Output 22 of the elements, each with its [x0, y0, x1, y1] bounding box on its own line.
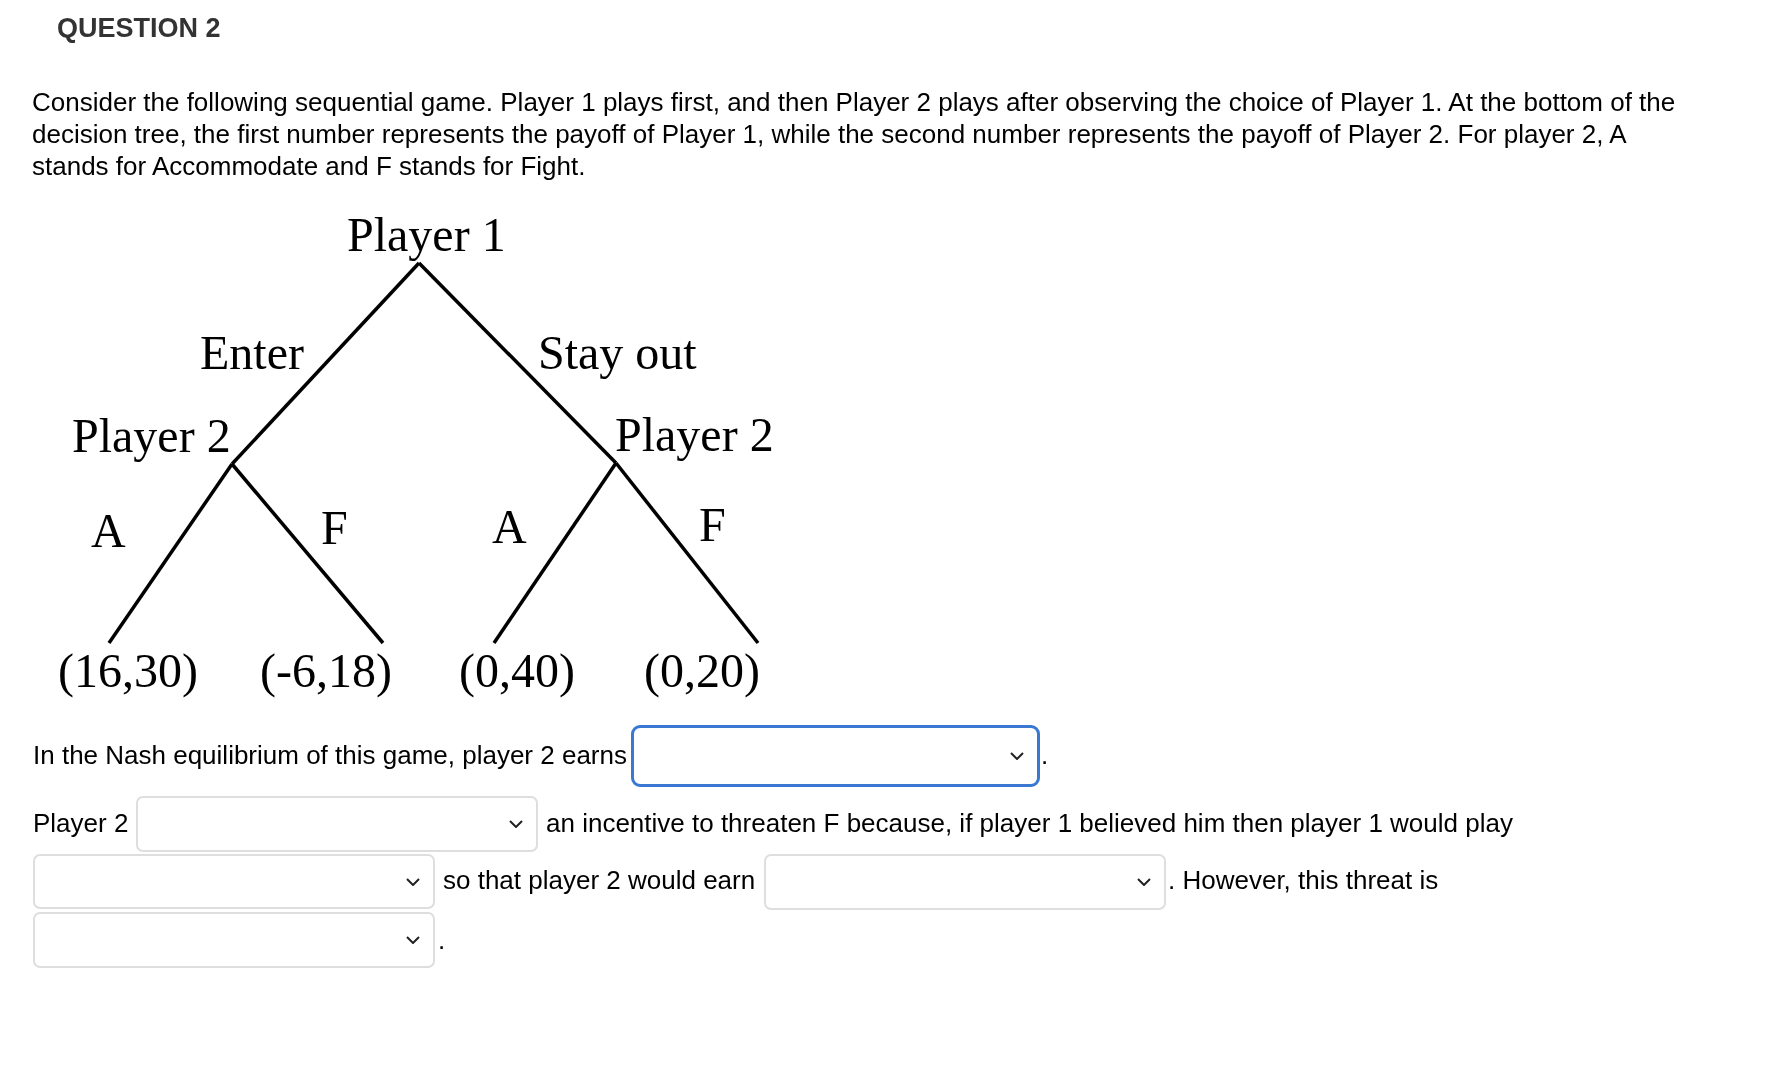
player-label: Player 1	[347, 207, 506, 263]
tree-branch-line	[492, 462, 618, 644]
punctuation-text: .	[1041, 740, 1049, 770]
question-text: an incentive to threaten F because, if player 1 believed him then player 1 would play	[546, 808, 1513, 838]
payoff-label: (0,40)	[459, 643, 575, 699]
tree-branch-line	[230, 261, 421, 466]
player-label: Player 2	[615, 407, 774, 463]
tree-branch-line	[417, 261, 618, 465]
tree-branch-line	[614, 461, 760, 645]
player-label: Player 2	[72, 408, 231, 464]
question-text: Player 2	[33, 808, 129, 838]
payoff-label: (16,30)	[58, 643, 198, 699]
tree-branch-line	[230, 462, 385, 645]
question-text: so that player 2 would earn	[443, 865, 756, 895]
question-heading: QUESTION 2	[57, 12, 221, 44]
question-text: Consider the following sequential game. Player 1 plays first, and then Player 2 plays after observing the choice of Player 1. At the bottom of the decision tree, the first number represents the payoff of Player 1, while the second number represents the payoff of Player 2. For player 2, A stands for Accommodate and F stands for Fight.	[32, 86, 1677, 182]
tree-branch-line	[107, 463, 234, 644]
question-text: In the Nash equilibrium of this game, player 2 earns	[33, 740, 627, 770]
payoff-label: (-6,18)	[260, 643, 392, 699]
question-text: . However, this threat is	[1168, 865, 1439, 895]
payoff-label: (0,20)	[644, 643, 760, 699]
punctuation-text: .	[438, 925, 446, 955]
